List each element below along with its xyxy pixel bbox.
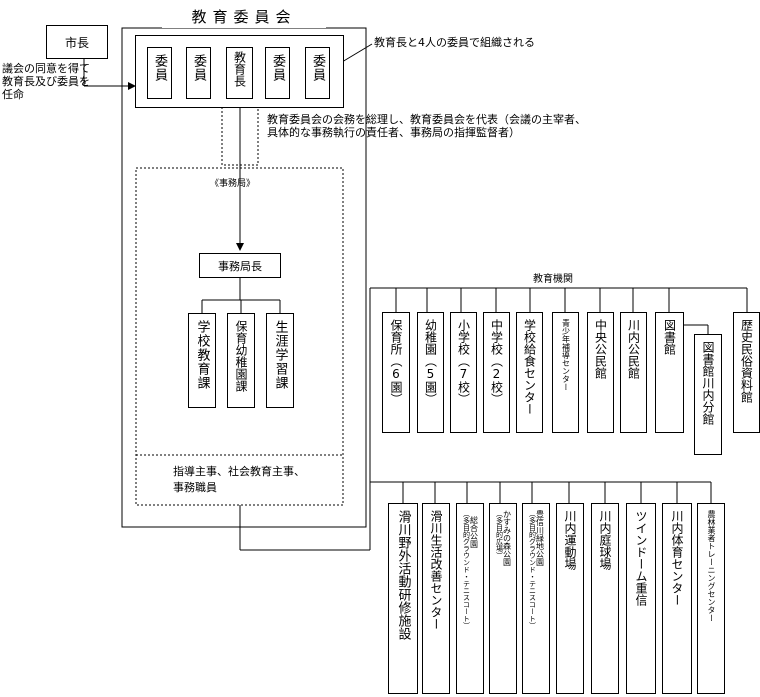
- appointment-note: 議会の同意を得て 教育長及び委員を 任命: [2, 62, 112, 101]
- facility-box: 総合公園 （多目的グラウンド・テニスコート）: [456, 503, 484, 694]
- facility-box: 滑川生活改善センター: [422, 503, 450, 694]
- facility-label: 豊信川緑地公園: [535, 510, 545, 566]
- institution-box: 中学校（2校）: [483, 312, 510, 433]
- mayor-box: 市長: [46, 25, 108, 59]
- appointment-note-line: 議会の同意を得て: [2, 62, 90, 75]
- institution-box: 保育所（6園）: [382, 312, 410, 433]
- facility-box: 滑川野外活動研修施設: [388, 503, 418, 694]
- superintendent-box: 教育長: [226, 47, 253, 99]
- division-box: 生涯学習課: [266, 313, 294, 408]
- institution-box: 図書館: [655, 312, 684, 433]
- director-box: 事務局長: [199, 253, 281, 278]
- facility-sublabel: （多目的広場）: [495, 510, 504, 559]
- committee-title: 教育委員会: [162, 6, 326, 28]
- facility-box: かすみの森公園 （多目的広場）: [489, 503, 517, 694]
- staff-note-line: 事務職員: [173, 481, 217, 494]
- member-box: 委員: [147, 47, 172, 99]
- institution-box: 幼稚園（5園）: [417, 312, 444, 433]
- facility-box: 豊信川緑地公園 （多目的グラウンド・テニスコート）: [522, 503, 550, 694]
- composition-note: 教育長と4人の委員で組織される: [374, 36, 535, 49]
- secretariat-label: 《事務局》: [210, 179, 256, 189]
- member-box: 委員: [186, 47, 211, 99]
- division-box: 保育幼稚園課: [227, 313, 255, 408]
- facility-label: 総合公園: [469, 516, 479, 548]
- institution-box: 図書館川内分館: [694, 334, 722, 455]
- facility-box: 川内運動場: [556, 503, 584, 694]
- superintendent-note-line: 教育委員会の会務を総理し、教育委員会を代表（会議の主宰者、: [267, 113, 586, 126]
- member-box: 委員: [265, 47, 290, 99]
- facility-box: 川内体育センター: [662, 503, 692, 694]
- institution-box: 青少年補導センター: [552, 312, 579, 433]
- institution-box: 中央公民館: [587, 312, 614, 433]
- facility-label: かすみの森公園: [502, 510, 512, 566]
- institution-box: 歴史民俗資料館: [733, 312, 760, 433]
- facility-box: 農林業者トレーニングセンター: [697, 503, 725, 694]
- staff-note-line: 指導主事、社会教育主事、: [173, 465, 305, 478]
- facility-box: 川内庭球場: [591, 503, 619, 694]
- director-label: 事務局長: [218, 259, 262, 273]
- institution-box: 小学校（7校）: [450, 312, 477, 433]
- superintendent-note-line: 具体的な事務執行の責任者、事務局の指揮監督者）: [267, 126, 520, 139]
- facility-sublabel: （多目的グラウンド・テニスコート）: [528, 510, 537, 629]
- appointment-note-line: 任命: [2, 88, 24, 101]
- member-box: 委員: [305, 47, 330, 99]
- institution-box: 川内公民館: [620, 312, 647, 433]
- superintendent-note: 教育委員会の会務を総理し、教育委員会を代表（会議の主宰者、 具体的な事務執行の責…: [267, 113, 627, 139]
- institutions-label: 教育機関: [533, 274, 573, 285]
- facility-sublabel: （多目的グラウンド・テニスコート）: [462, 510, 471, 629]
- facility-box: ツインドーム重信: [626, 503, 656, 694]
- appointment-note-line: 教育長及び委員を: [2, 75, 90, 88]
- institution-box: 学校給食センター: [516, 312, 543, 433]
- division-box: 学校教育課: [188, 313, 216, 408]
- mayor-label: 市長: [64, 35, 89, 50]
- staff-note: 指導主事、社会教育主事、 事務職員: [173, 464, 305, 496]
